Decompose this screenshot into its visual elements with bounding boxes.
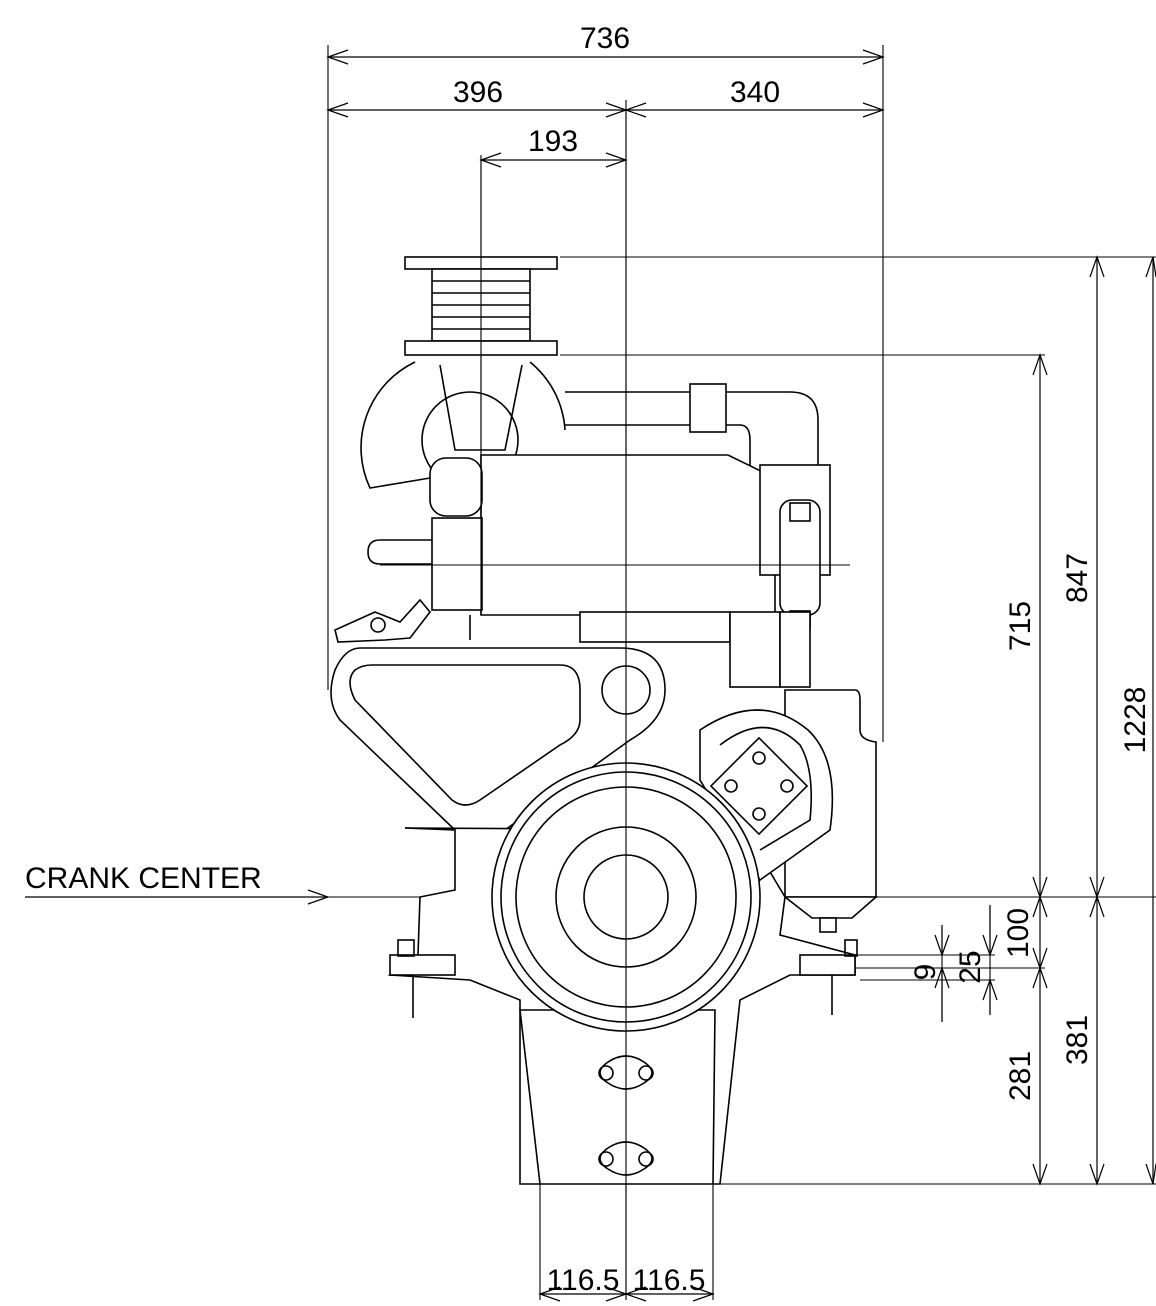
dimension-847-text: 847 xyxy=(1061,553,1094,603)
dimension-116-5-left-text: 116.5 xyxy=(547,1264,620,1297)
crank-center-label: CRANK CENTER xyxy=(25,862,262,895)
dimension-193: 193 xyxy=(479,125,628,168)
dimension-715: 715 xyxy=(1004,353,1048,899)
dimension-193-text: 193 xyxy=(528,125,578,158)
dimension-116-5-right: 116.5 xyxy=(624,1264,715,1302)
dimension-715-text: 715 xyxy=(1004,601,1037,651)
dimension-25-text: 25 xyxy=(954,950,987,983)
dimension-396-text: 396 xyxy=(453,76,503,109)
dimension-100: 100 xyxy=(1002,895,1048,970)
dimension-1228-text: 1228 xyxy=(1119,687,1152,754)
dimension-847: 847 xyxy=(1061,255,1105,899)
dimension-396: 396 xyxy=(326,76,628,118)
dimension-381-text: 381 xyxy=(1061,1015,1094,1065)
engine-body xyxy=(330,110,879,1300)
dimension-116-5-left: 116.5 xyxy=(538,1264,628,1302)
dimension-340: 340 xyxy=(624,76,885,118)
dimension-340-text: 340 xyxy=(730,76,780,109)
dimension-281-text: 281 xyxy=(1004,1051,1037,1101)
dimension-736-text: 736 xyxy=(580,22,630,55)
dimension-9: 9 xyxy=(909,925,950,1022)
dimension-116-5-right-text: 116.5 xyxy=(633,1264,706,1297)
dimension-736: 736 xyxy=(326,22,885,65)
dimension-100-text: 100 xyxy=(1002,908,1035,958)
dimension-1228: 1228 xyxy=(1119,256,1156,1185)
dimension-281: 281 xyxy=(1004,966,1048,1186)
dimension-25: 25 xyxy=(954,905,998,1015)
dimension-381: 381 xyxy=(1061,895,1105,1186)
dimension-9-text: 9 xyxy=(909,964,942,981)
